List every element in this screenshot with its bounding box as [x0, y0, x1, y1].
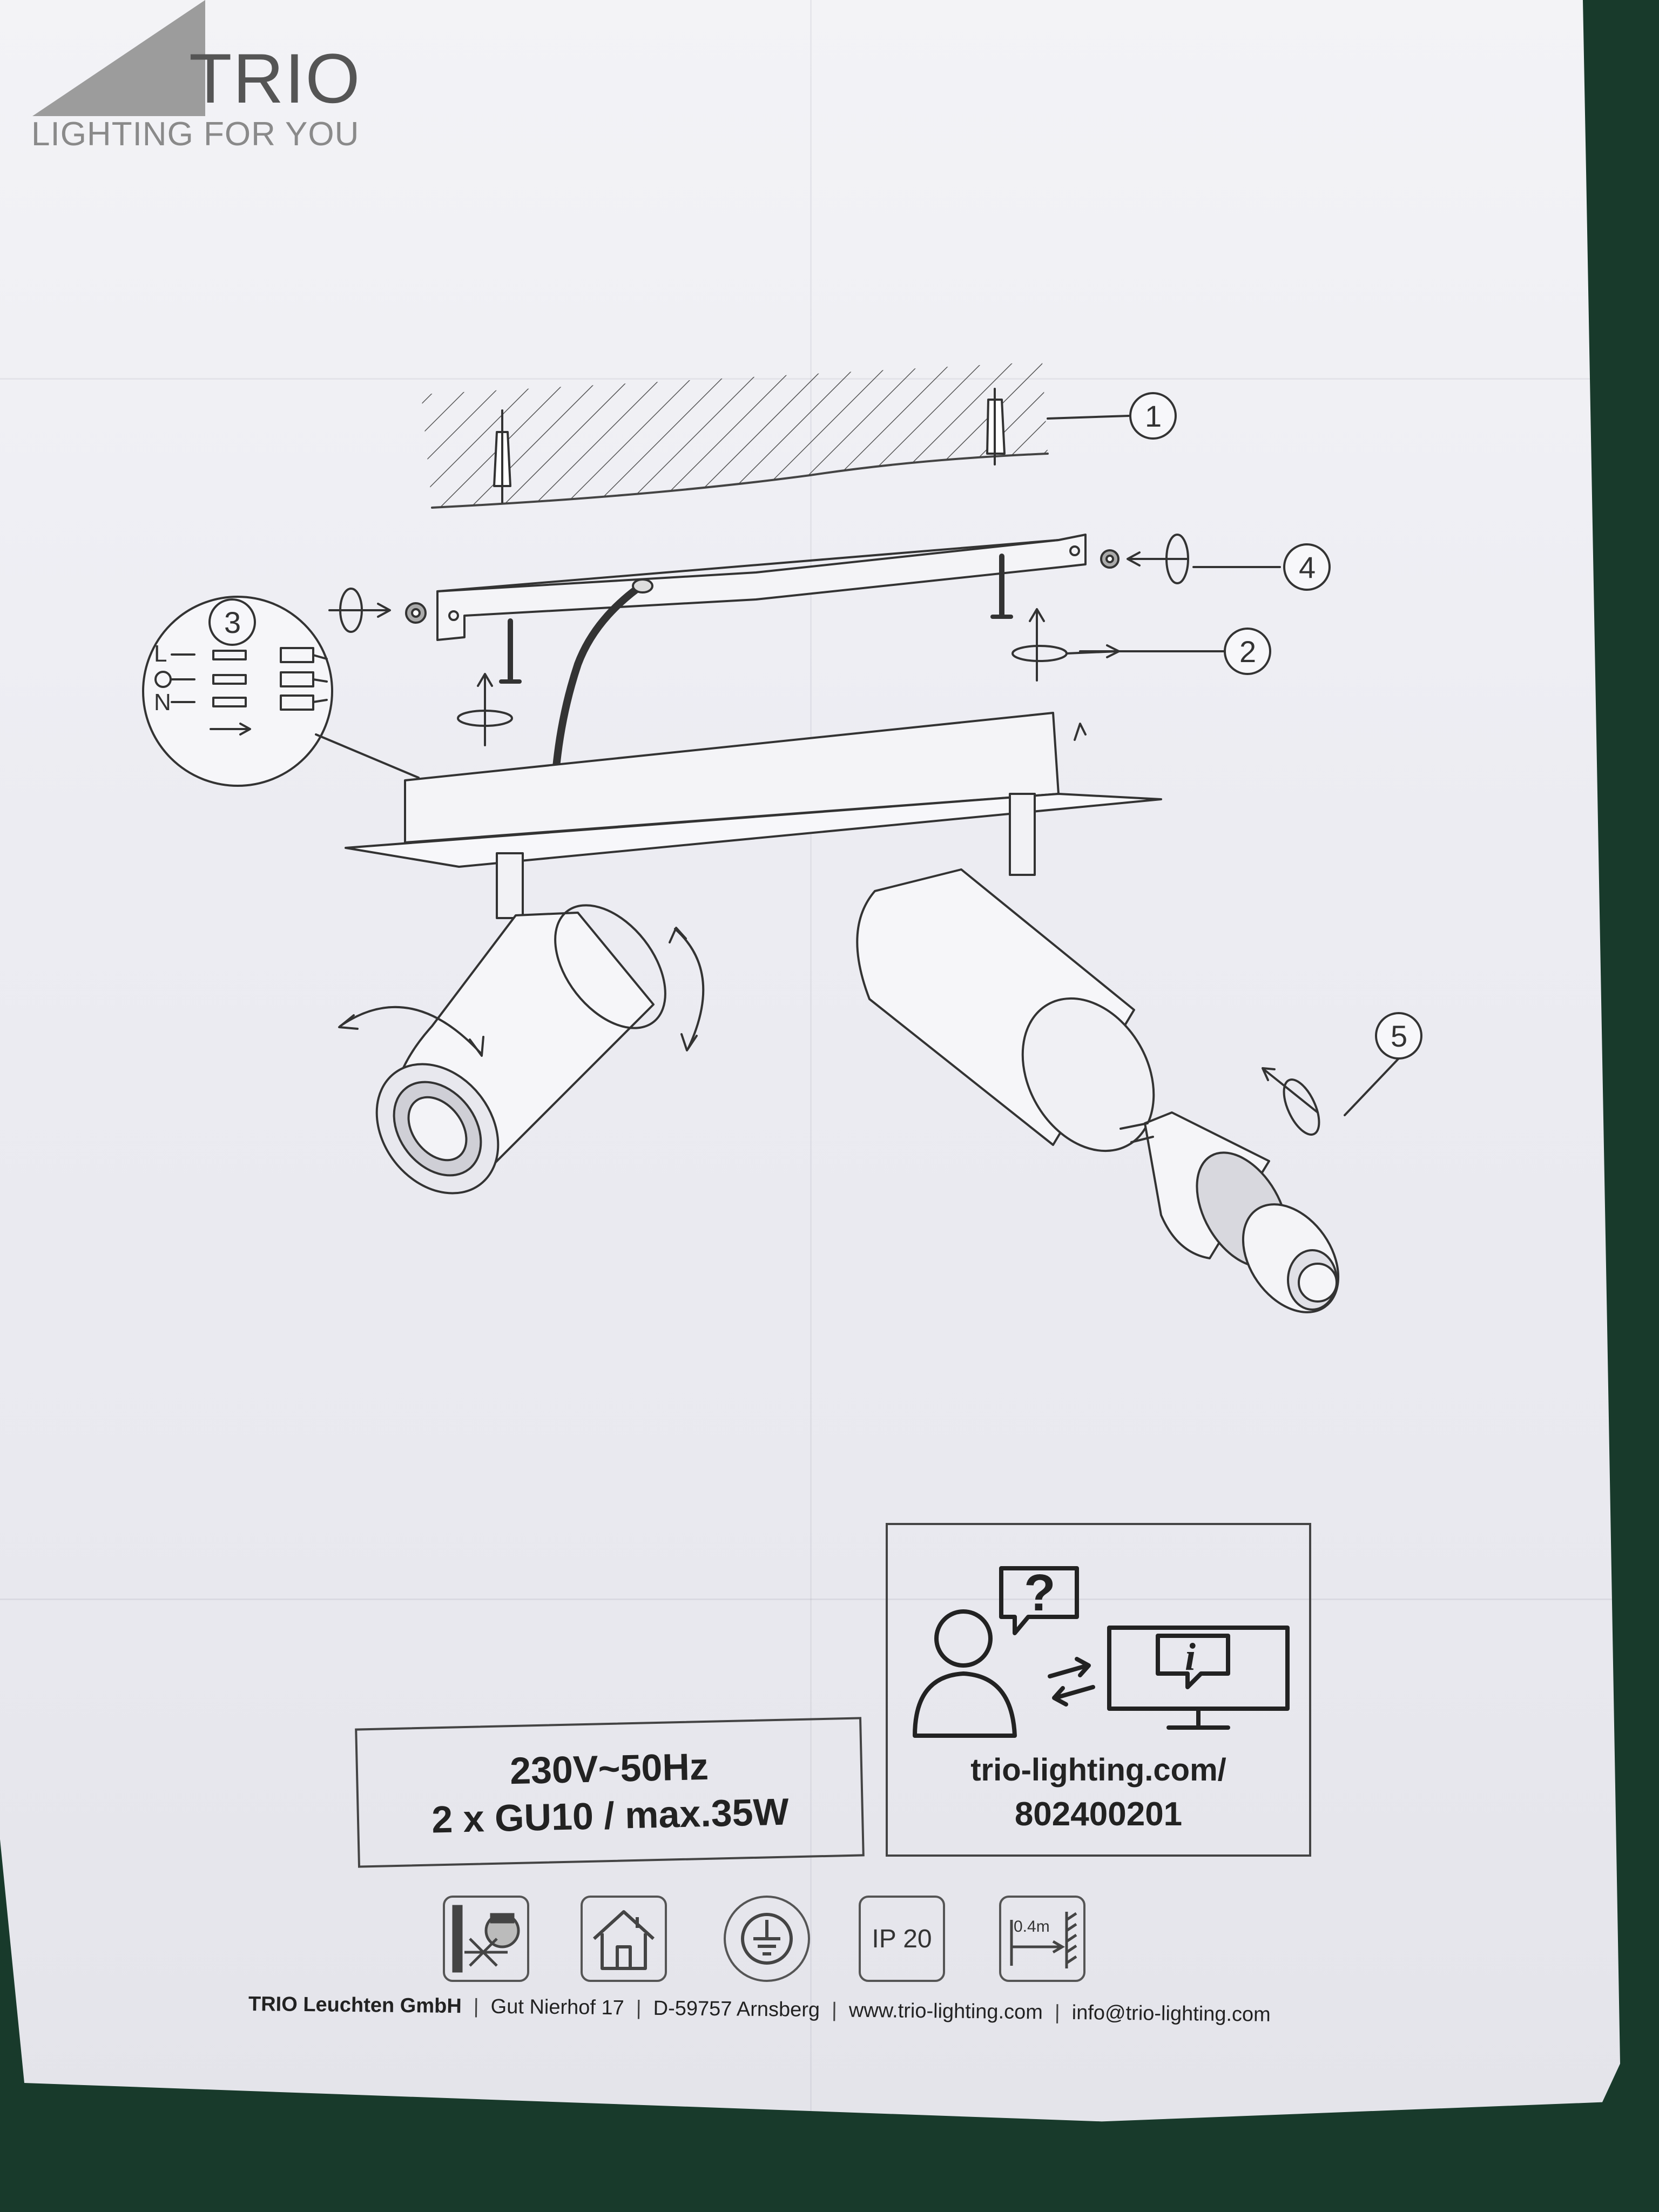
spec-voltage: 230V~50Hz — [509, 1745, 709, 1792]
online-info-box: ? i trio-lighting.com/ 802400201 — [886, 1523, 1311, 1857]
callout-number: 4 — [1299, 550, 1316, 584]
callout-3: 3 — [208, 598, 256, 646]
callout-number: 1 — [1145, 399, 1162, 433]
spotlight-right — [856, 793, 1155, 1152]
wire-label: L — [154, 640, 167, 667]
callout-1: 1 — [1129, 392, 1177, 440]
callout-5: 5 — [1375, 1012, 1422, 1060]
brand-name: TRIO — [189, 39, 361, 118]
callout-2: 2 — [1224, 628, 1271, 675]
canopy-plate — [345, 712, 1162, 868]
gu10-bulb-icon — [1120, 1111, 1289, 1268]
footer-city: D-59757 Arnsberg — [653, 1997, 820, 2022]
footer-street: Gut Nierhof 17 — [490, 1995, 624, 2020]
callout-number: 5 — [1391, 1019, 1407, 1053]
footer-company: TRIO Leuchten GmbH — [248, 1993, 462, 2018]
fold-line-vertical — [810, 0, 812, 2122]
min-distance-label: 0.4m — [1014, 1918, 1050, 1936]
brand-tagline: LIGHTING FOR YOU — [31, 116, 360, 153]
ceiling-hatch — [421, 362, 1049, 509]
monitor-info-icon: i — [1107, 1626, 1290, 1730]
wall-plug-left-icon — [493, 409, 511, 503]
rotate-arrow-icon — [1262, 1067, 1320, 1136]
company-footer: TRIO Leuchten GmbH|Gut Nierhof 17|D-5975… — [248, 1993, 1271, 2026]
exchange-arrows-icon — [1048, 1657, 1095, 1707]
footer-website: www.trio-lighting.com — [848, 1999, 1043, 2024]
protective-earth-icon — [724, 1896, 810, 1982]
fold-line-bottom — [0, 1599, 1620, 1600]
power-cable — [552, 578, 653, 771]
support-graphic: ? i — [913, 1564, 1290, 1738]
tilt-arrow-icon — [338, 927, 705, 1057]
indoor-use-icon — [581, 1896, 667, 1982]
mounting-bracket — [436, 534, 1087, 641]
wiring-detail: L N — [142, 596, 333, 787]
no-insulation-cover-icon — [443, 1896, 529, 1982]
nut-right-icon — [1100, 534, 1189, 584]
logo-triangle-icon — [32, 0, 205, 116]
instruction-sheet: TRIO LIGHTING FOR YOU — [0, 0, 1620, 2122]
ip-rating-icon: IP 20 — [859, 1896, 945, 1982]
wire-label: N — [154, 689, 171, 716]
ip-rating-label: IP 20 — [872, 1924, 932, 1953]
spotlight-left — [375, 852, 666, 1195]
retaining-ring-icon — [1242, 1203, 1340, 1313]
spec-bulb: 2 x GU10 / max.35W — [431, 1790, 790, 1841]
info-product-code: 802400201 — [1014, 1796, 1183, 1833]
assembly-diagram: L N — [142, 362, 1422, 1313]
screw-icon — [499, 554, 1013, 684]
callout-4: 4 — [1283, 543, 1331, 591]
info-url: trio-lighting.com/ — [970, 1752, 1226, 1788]
electrical-spec-box: 230V~50Hz 2 x GU10 / max.35W — [355, 1717, 865, 1868]
footer-email: info@trio-lighting.com — [1071, 2001, 1271, 2026]
nut-left-icon — [328, 588, 427, 633]
wall-plug-right-icon — [986, 388, 1006, 466]
callout-number: 3 — [224, 605, 241, 639]
svg-text:i: i — [1185, 1635, 1196, 1678]
min-distance-icon: 0.4m — [999, 1896, 1085, 1982]
user-question-icon: ? — [913, 1564, 1079, 1738]
svg-text:?: ? — [1024, 1564, 1056, 1622]
callout-number: 2 — [1239, 635, 1256, 669]
